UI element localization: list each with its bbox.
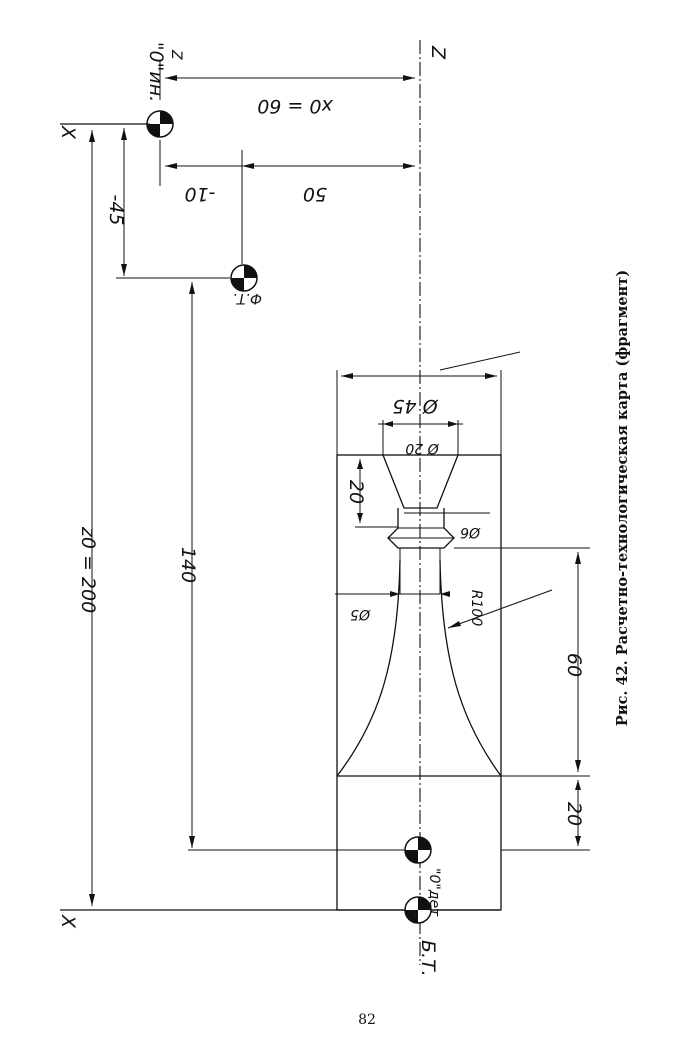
arrow-head	[121, 264, 127, 276]
arrow-head	[357, 459, 363, 469]
label-point-bt: Б.Т.	[417, 940, 439, 977]
r100-leader	[448, 590, 552, 628]
arrow-head	[242, 163, 254, 169]
ft-point-symbol	[231, 265, 257, 291]
dim-d45: Ø 45	[392, 395, 438, 417]
dim-l20b: 20	[563, 802, 585, 826]
dim-x0: x0 = 60	[257, 95, 334, 117]
arrow-head	[403, 163, 415, 169]
arrow-head	[89, 894, 95, 906]
arrow-head	[189, 836, 195, 848]
dim-d6: Ø6	[460, 524, 481, 540]
arrow-head	[403, 75, 415, 81]
arrow-head	[357, 513, 363, 523]
dim-d20: Ø 20	[405, 440, 439, 456]
dim-x45: -45	[105, 194, 127, 225]
origin-tool-symbol	[147, 111, 173, 137]
label-axis-z: Z	[427, 45, 449, 60]
arrow-head	[189, 282, 195, 294]
arrow-head	[575, 760, 581, 772]
label-axis-x-bottom: X	[57, 914, 79, 929]
dim-z50: 50	[303, 183, 327, 205]
origin-part-symbol	[405, 837, 431, 863]
arrow-head	[485, 373, 497, 379]
label-axis-x-top: X	[57, 125, 79, 140]
page-number: 82	[352, 1012, 382, 1028]
bt-point-symbol	[405, 897, 431, 923]
dim-r100: R100	[468, 590, 484, 627]
dim-z10: -10	[184, 183, 215, 205]
label-point-ft: Ф.Т.	[232, 290, 262, 306]
arrow-head	[575, 552, 581, 564]
arrow-head	[448, 621, 461, 628]
arrow-head	[341, 373, 353, 379]
dim-z0: z0 = 200	[77, 526, 99, 613]
arrow-head	[575, 780, 581, 790]
label-origin-tool: "0"ин.	[145, 42, 167, 102]
d45-leader	[440, 352, 520, 370]
dim-l20a: 20	[345, 480, 367, 504]
arrow-head	[89, 130, 95, 142]
figure-caption: Рис. 42. Расчетно-технологическая карта …	[614, 270, 631, 726]
label-z-small: Z	[168, 49, 184, 60]
arrow-head	[448, 421, 458, 427]
dim-l60: 60	[563, 653, 585, 677]
dim-z140: 140	[177, 547, 199, 583]
dim-d5: Ø5	[350, 606, 371, 622]
arrow-head	[165, 163, 177, 169]
arrow-head	[575, 836, 581, 846]
arrow-head	[121, 128, 127, 140]
arrow-head	[383, 421, 393, 427]
